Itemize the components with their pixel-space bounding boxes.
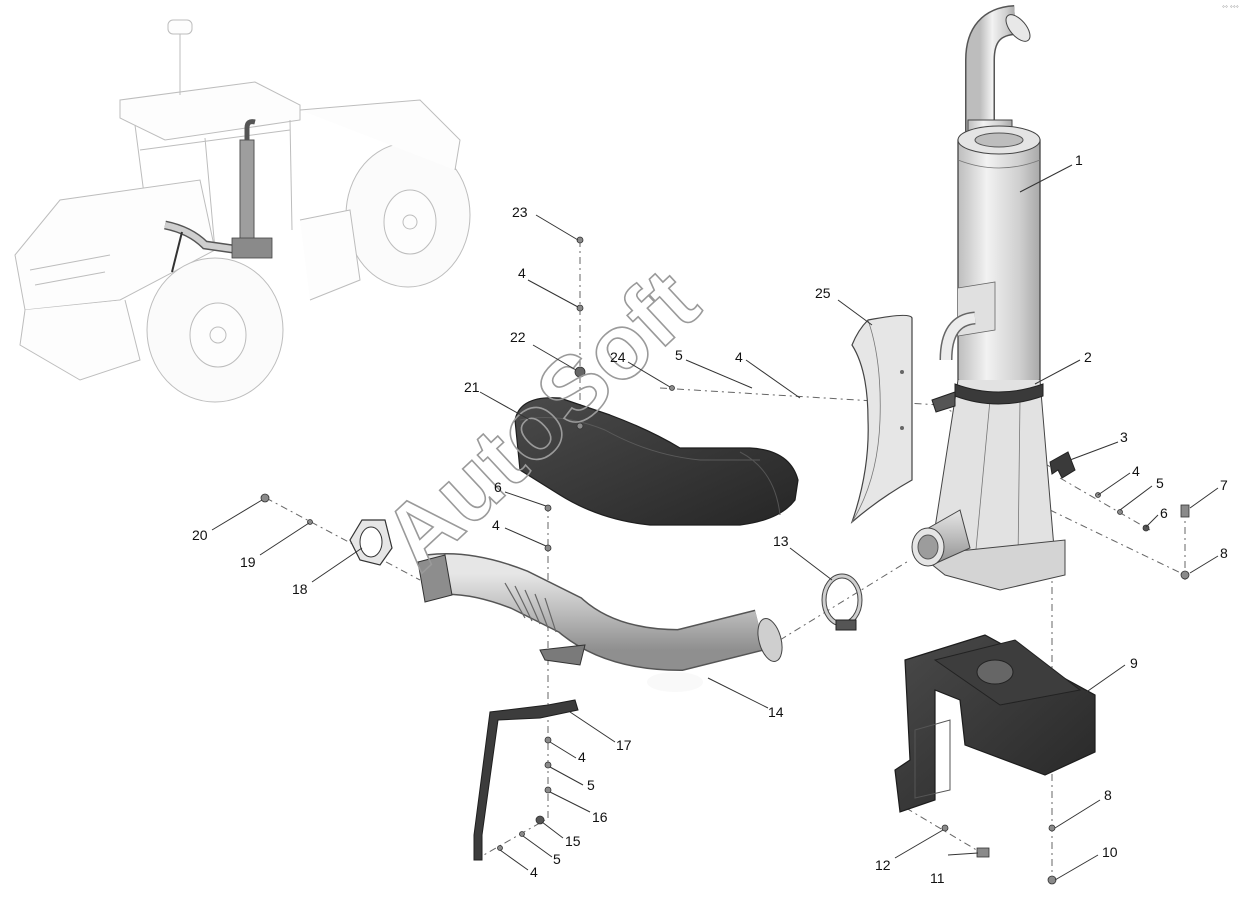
- fastener: [669, 385, 675, 391]
- callout-14: 14: [768, 704, 784, 720]
- callout-4: 4: [735, 349, 743, 365]
- fastener: [260, 493, 270, 503]
- fastener: [1048, 824, 1056, 832]
- fastener: [544, 761, 552, 769]
- callout-4: 4: [492, 517, 500, 533]
- fastener: [576, 304, 584, 312]
- callout-4: 4: [530, 864, 538, 880]
- callout-18: 18: [292, 581, 308, 597]
- pipe-clamp[interactable]: [821, 573, 863, 631]
- fastener: [544, 544, 552, 552]
- mounting-bracket-3[interactable]: [1049, 451, 1076, 479]
- callout-20: 20: [192, 527, 208, 543]
- callout-23: 23: [512, 204, 528, 220]
- tractor-exhaust-highlight: [164, 119, 273, 273]
- fastener: [941, 824, 949, 832]
- callout-4: 4: [518, 265, 526, 281]
- leader-lines: [211, 164, 1219, 881]
- callout-6: 6: [1160, 505, 1168, 521]
- fastener: [1180, 504, 1190, 518]
- callout-5: 5: [553, 851, 561, 867]
- support-strut[interactable]: [473, 699, 579, 861]
- fastener: [519, 831, 525, 837]
- callout-6: 6: [494, 479, 502, 495]
- callout-12: 12: [875, 857, 891, 873]
- fastener: [544, 736, 552, 744]
- flange-gasket[interactable]: [349, 519, 393, 566]
- fastener: [576, 236, 584, 244]
- muffler-clamp-band[interactable]: [931, 383, 1044, 413]
- callout-25: 25: [815, 285, 831, 301]
- fastener: [1180, 570, 1190, 580]
- callout-5: 5: [1156, 475, 1164, 491]
- fastener: [1047, 875, 1057, 885]
- callout-15: 15: [565, 833, 581, 849]
- callout-8: 8: [1104, 787, 1112, 803]
- pipe-heat-cover[interactable]: [514, 397, 799, 526]
- fastener: [574, 366, 586, 378]
- callout-7: 7: [1220, 477, 1228, 493]
- fastener: [576, 422, 584, 430]
- callout-17: 17: [616, 737, 632, 753]
- callout-1: 1: [1075, 152, 1083, 168]
- callout-21: 21: [464, 379, 480, 395]
- callout-5: 5: [675, 347, 683, 363]
- fastener: [544, 504, 552, 512]
- corner-mark: °° °°°: [1222, 5, 1239, 12]
- fastener: [497, 845, 503, 851]
- muffler[interactable]: [911, 5, 1066, 591]
- callout-9: 9: [1130, 655, 1138, 671]
- heat-shield[interactable]: [850, 314, 913, 524]
- fastener: [976, 847, 990, 858]
- fasteners: [260, 236, 1190, 885]
- callout-4: 4: [578, 749, 586, 765]
- muffler-stand-bracket[interactable]: [894, 634, 1096, 813]
- watermark: AutoSoft: [364, 250, 718, 589]
- callout-11: 11: [930, 870, 945, 886]
- callout-2: 2: [1084, 349, 1092, 365]
- callout-4: 4: [1132, 463, 1140, 479]
- callout-22: 22: [510, 329, 526, 345]
- exhaust-pipe[interactable]: [417, 553, 786, 692]
- callout-10: 10: [1102, 844, 1118, 860]
- callout-labels: 1 2 3 4 4 4 4 4 4 5 5 5 5 6 6 7 8 8 9 10…: [192, 152, 1228, 886]
- callout-13: 13: [773, 533, 789, 549]
- callout-24: 24: [610, 349, 626, 365]
- callout-5: 5: [587, 777, 595, 793]
- callout-16: 16: [592, 809, 608, 825]
- callout-8: 8: [1220, 545, 1228, 561]
- fastener: [1117, 509, 1123, 515]
- callout-3: 3: [1120, 429, 1128, 445]
- fastener: [1142, 524, 1150, 532]
- fastener: [544, 786, 552, 794]
- callout-19: 19: [240, 554, 256, 570]
